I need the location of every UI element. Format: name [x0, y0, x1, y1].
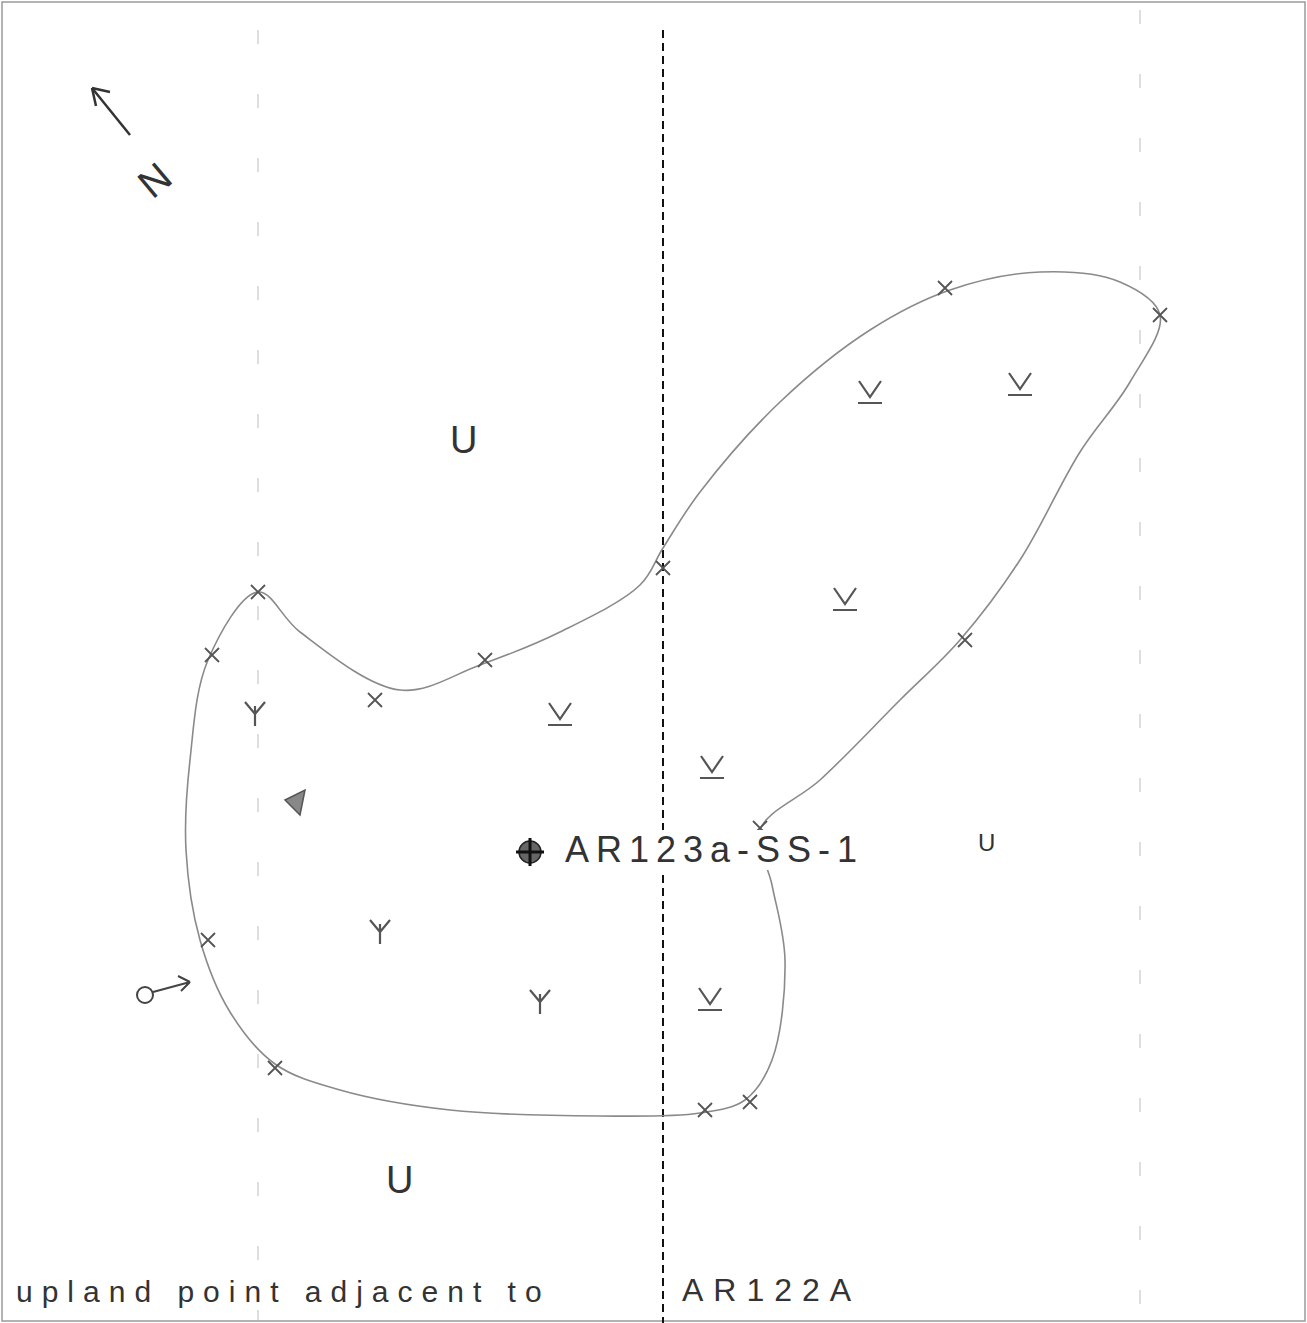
flag-x [201, 933, 215, 947]
wetland-symbol [370, 920, 390, 944]
flag-x [368, 693, 382, 707]
grid-line [257, 30, 258, 1320]
photo-flag [285, 790, 305, 815]
flag-x [478, 653, 492, 667]
wetland-symbols [245, 373, 1032, 1014]
flag-x [1153, 308, 1167, 322]
wetland-symbol [245, 702, 265, 726]
wetland-symbol [858, 381, 882, 403]
photo-point [137, 976, 190, 1003]
note-text: upland point adjacent to [16, 1275, 551, 1308]
sample-point [516, 838, 544, 866]
upland-mark: U [386, 1160, 413, 1202]
note-text: AR122A [682, 1273, 861, 1308]
flag-x [958, 633, 972, 647]
sample-point-id: AR123a-SS-1 [562, 830, 867, 870]
baseline-line [662, 30, 664, 1323]
flag-x [656, 561, 670, 575]
flag-x [251, 585, 265, 599]
flag-x [698, 1103, 712, 1117]
wetland-symbol [1008, 373, 1032, 395]
north-letter: N [129, 154, 179, 206]
wetland-boundary [185, 272, 1160, 1116]
wetland-symbol [530, 990, 550, 1014]
north-arrow [92, 88, 130, 135]
flag-x [205, 648, 219, 662]
grid-line [1139, 10, 1140, 1320]
upland-mark: U [978, 830, 995, 856]
flag-x [743, 1095, 757, 1109]
upland-mark: U [450, 420, 477, 462]
wetland-symbol [548, 703, 572, 725]
wetland-symbol [700, 756, 724, 778]
flag-x [938, 281, 952, 295]
flag-x [268, 1061, 282, 1075]
wetland-symbol [833, 588, 857, 610]
flag-marks [201, 281, 1167, 1117]
wetland-symbol [698, 988, 722, 1010]
